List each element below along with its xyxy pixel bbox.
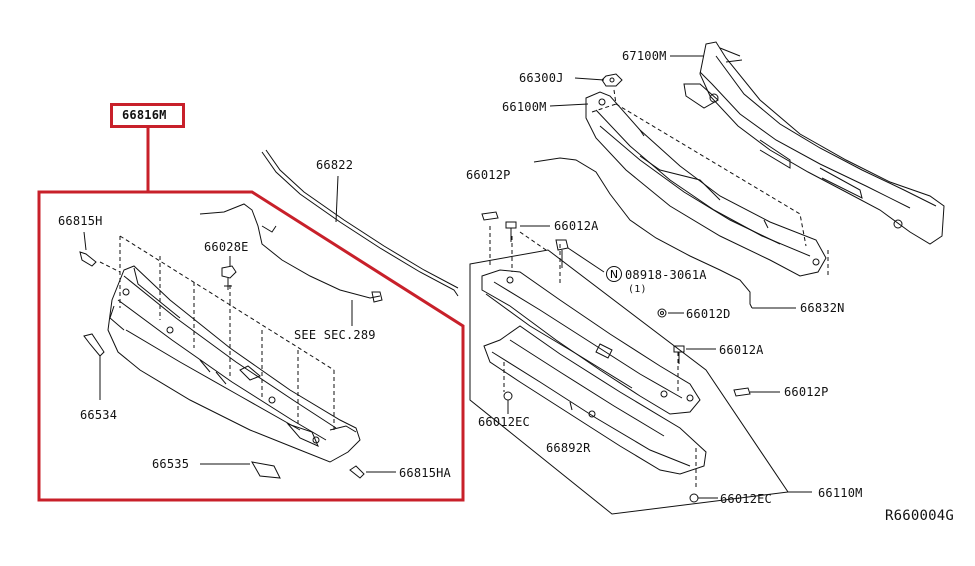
label-08918-3061a[interactable]: 08918-3061A: [625, 268, 707, 282]
label-66028e[interactable]: 66028E: [204, 240, 249, 254]
fastener-66012a-top: [505, 221, 517, 242]
nut-66300j: [601, 73, 623, 87]
cowl-top-panel: [107, 265, 361, 463]
clip-66815ha: [349, 465, 365, 479]
label-66534[interactable]: 66534: [80, 408, 118, 422]
label-66535[interactable]: 66535: [152, 457, 190, 471]
weatherstrip-66822: [261, 149, 459, 297]
label-66892r[interactable]: 66892R: [546, 441, 591, 455]
cowl-lower-panel: [481, 269, 701, 415]
projection-lines: [99, 235, 335, 432]
label-66012ec-bottom[interactable]: 66012EC: [720, 492, 772, 506]
clip-66815h: [79, 251, 97, 267]
label-66815h[interactable]: 66815H: [58, 214, 103, 228]
wiper-harness: [199, 203, 383, 326]
fastener-66012ec-bottom: [689, 493, 718, 503]
label-66012p-top[interactable]: 66012P: [466, 168, 511, 182]
label-66815ha[interactable]: 66815HA: [399, 466, 451, 480]
cowl-bracket-67100m: [683, 41, 945, 245]
fastener-66012p-right: [733, 387, 780, 397]
clip-08918: [555, 239, 605, 273]
label-66110m[interactable]: 66110M: [818, 486, 863, 500]
label-66012a-top[interactable]: 66012A: [554, 219, 599, 233]
fastener-66012a-mid: [673, 345, 716, 364]
label-66012a-mid[interactable]: 66012A: [719, 343, 764, 357]
label-66012p-right[interactable]: 66012P: [784, 385, 829, 399]
highlight-label-box: [110, 103, 185, 128]
fastener-66012ec-left: [503, 391, 513, 412]
fastener-66012d: [657, 308, 667, 318]
label-66832n[interactable]: 66832N: [800, 301, 845, 315]
cowl-lower-66892r: [483, 325, 707, 475]
cowl-upper-66100m: [585, 91, 827, 277]
label-66012d[interactable]: 66012D: [686, 307, 731, 321]
diagram-reference-code: R660004G: [885, 508, 955, 524]
hose-66832n: [533, 157, 796, 309]
seal-66535: [251, 461, 281, 479]
label-66100m[interactable]: 66100M: [502, 100, 547, 114]
n-marker-icon: N: [606, 266, 622, 282]
label-see-sec-289[interactable]: SEE SEC.289: [294, 328, 376, 342]
leader-lines: [507, 55, 812, 493]
label-66012ec-left[interactable]: 66012EC: [478, 415, 530, 429]
fastener-66012p-top: [481, 211, 499, 221]
fastener-66028e: [221, 256, 237, 290]
label-66816m[interactable]: 66816M: [122, 108, 167, 122]
label-66822[interactable]: 66822: [316, 158, 354, 172]
label-quantity: (1): [628, 284, 647, 295]
seal-66534: [83, 333, 105, 357]
label-66300j[interactable]: 66300J: [519, 71, 564, 85]
label-67100m[interactable]: 67100M: [622, 49, 667, 63]
highlight-group-outline: [37, 190, 465, 502]
